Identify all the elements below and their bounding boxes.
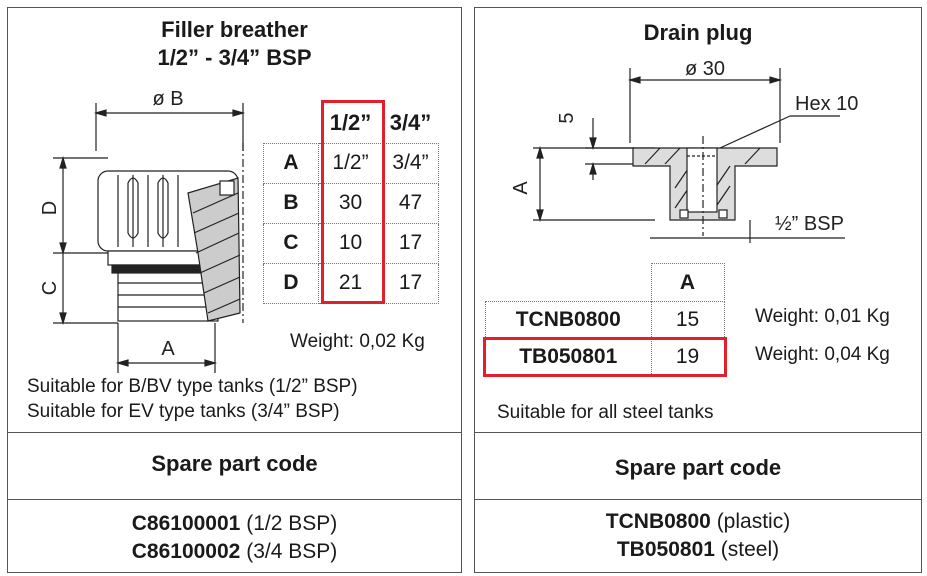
dim-label-5: 5 — [556, 112, 578, 123]
cell-value-three-quarter: 47 — [382, 182, 439, 224]
divider — [475, 499, 921, 500]
table-row: TB050801 19 — [485, 338, 725, 376]
part-desc: (1/2 BSP) — [246, 512, 338, 535]
table-header-row: 1/2” 3/4” — [264, 103, 439, 143]
cell-value-half: 21 — [318, 262, 383, 304]
drain-weight-2: Weight: 0,04 Kg — [755, 344, 890, 365]
table-header-half: 1/2” — [329, 109, 372, 135]
drain-code-list: TCNB0800 (plastic) TB050801 (steel) — [475, 508, 921, 564]
row-label: B — [263, 182, 319, 224]
table-header-three-quarter: 3/4” — [389, 109, 432, 135]
part-code: C86100002 — [131, 540, 241, 563]
filler-suitable-1: Suitable for B/BV type tanks (1/2” BSP) — [27, 376, 358, 397]
filler-spare-title: Spare part code — [151, 451, 318, 476]
divider — [8, 499, 461, 500]
code-line: TB050801 (steel) — [475, 536, 921, 564]
table-row: TCNB0800 15 — [485, 301, 725, 339]
drain-plug-panel: Drain plug — [474, 7, 922, 573]
highlight-tb050801-row — [483, 337, 727, 377]
dim-label-a: A — [161, 338, 175, 360]
dim-label-dia-30: ø 30 — [685, 58, 725, 80]
drain-weight-1: Weight: 0,01 Kg — [755, 306, 890, 327]
cell-value-half: 1/2” — [318, 142, 383, 184]
part-desc: (plastic) — [716, 510, 791, 533]
dim-label-a: A — [510, 181, 532, 195]
divider — [475, 432, 921, 433]
dim-label-d: D — [39, 201, 61, 215]
part-desc: (3/4 BSP) — [246, 540, 338, 563]
filler-suitable-2: Suitable for EV type tanks (3/4” BSP) — [27, 401, 340, 422]
value-cell: 15 — [650, 301, 725, 339]
highlight-half-inch-column — [321, 100, 385, 304]
table-header-blank — [264, 103, 319, 143]
filler-code-list: C86100001 (1/2 BSP) C86100002 (3/4 BSP) — [8, 510, 461, 566]
table-row: A 1/2” 3/4” — [263, 142, 439, 184]
table-header-row: A — [486, 263, 725, 302]
cell-value-three-quarter: 3/4” — [382, 142, 439, 184]
code-line: C86100001 (1/2 BSP) — [8, 510, 461, 538]
part-code-cell: TB050801 — [485, 338, 652, 376]
part-code: TB050801 — [616, 538, 715, 561]
part-code-cell: TCNB0800 — [485, 301, 652, 339]
drain-spare-title: Spare part code — [614, 455, 782, 480]
cell-value-three-quarter: 17 — [382, 222, 439, 264]
dim-label-bsp: ½” BSP — [775, 213, 844, 235]
drain-suitable: Suitable for all steel tanks — [497, 402, 714, 423]
table-header-a: A — [650, 263, 725, 302]
table-header-blank — [486, 264, 652, 302]
cell-value-half: 10 — [318, 222, 383, 264]
dim-label-hex: Hex 10 — [795, 93, 858, 115]
drain-plug-title: Drain plug — [643, 20, 753, 45]
table-row: D 21 17 — [263, 262, 439, 304]
cell-value-three-quarter: 17 — [382, 262, 439, 304]
dim-label-dia-b: ø B — [152, 88, 183, 110]
filler-weight: Weight: 0,02 Kg — [290, 331, 425, 352]
code-line: TCNB0800 (plastic) — [475, 508, 921, 536]
dim-label-c: C — [39, 281, 61, 295]
row-label: D — [263, 262, 319, 304]
part-desc: (steel) — [720, 538, 780, 561]
filler-breather-title: Filler breather 1/2” - 3/4” BSP — [8, 16, 461, 72]
filler-breather-title-line1: Filler breather — [161, 17, 308, 42]
filler-breather-drawing: ø B D C A — [39, 88, 246, 373]
part-code: C86100001 — [131, 512, 241, 535]
row-label: A — [263, 142, 319, 184]
divider — [8, 432, 461, 433]
row-label: C — [263, 222, 319, 264]
part-code: TCNB0800 — [605, 510, 711, 533]
drain-plug-table: A TCNB0800 15 TB050801 19 — [485, 263, 725, 376]
filler-breather-title-line2: 1/2” - 3/4” BSP — [157, 45, 312, 70]
code-line: C86100002 (3/4 BSP) — [8, 538, 461, 566]
drain-plug-drawing: ø 30 5 Hex 10 A ½” BSP — [510, 58, 858, 243]
table-row: C 10 17 — [263, 222, 439, 264]
filler-breather-panel: Filler breather 1/2” - 3/4” BSP — [7, 7, 462, 573]
